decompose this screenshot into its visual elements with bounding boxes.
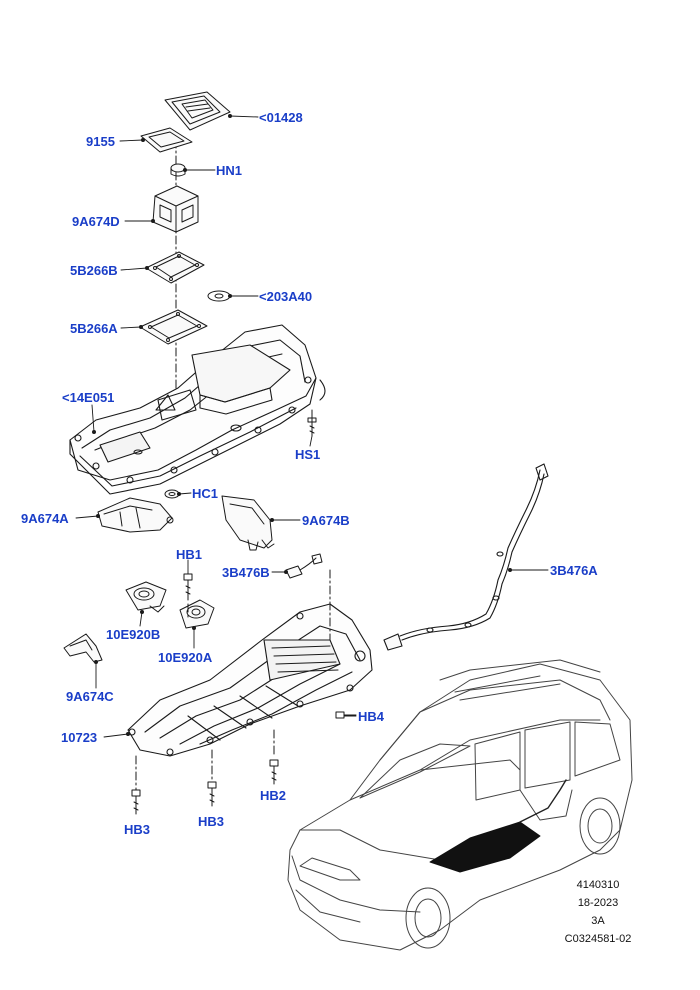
battery-housing [69, 324, 326, 495]
reference-line-3: 3A [591, 915, 605, 927]
callout-hb3-mid: HB3 [198, 814, 225, 829]
reference-line-4: C0324581-02 [564, 933, 632, 945]
plate-5b266a [139, 309, 208, 345]
underbody-tray [127, 603, 373, 757]
callout-hb3-left: HB3 [124, 822, 151, 837]
bracket-9a674a [97, 497, 174, 533]
bolt-hb1 [183, 573, 193, 601]
vehicle-highlight-cable [519, 779, 567, 823]
callout-5b266b: 5B266B [70, 263, 118, 278]
nut-hn1 [170, 163, 186, 177]
callout-9a674b: 9A674B [302, 513, 350, 528]
callout-3b476a: 3B476A [550, 563, 598, 578]
callout-hn1: HN1 [216, 163, 243, 178]
reference-line-2: 18-2023 [577, 897, 619, 909]
bolt-hb4 [335, 711, 357, 719]
callout-10e920a: 10E920A [158, 650, 213, 665]
callout-10723: 10723 [61, 730, 98, 745]
bolt-hb3-left [131, 789, 141, 815]
clip-hc1 [164, 489, 180, 499]
callout-hb2: HB2 [260, 788, 287, 803]
gasket-9155 [140, 127, 193, 153]
callout-hc1: HC1 [192, 486, 219, 501]
callout-9a674d: 9A674D [72, 214, 120, 229]
callout-hb1: HB1 [176, 547, 203, 562]
callout-203a40: <203A40 [259, 289, 313, 304]
callout-5b266a: 5B266A [70, 321, 118, 336]
washer-203a40 [207, 290, 231, 302]
callout-14e051: <14E051 [62, 390, 115, 405]
cable-3b476a [383, 463, 549, 651]
callout-3b476b: 3B476B [222, 565, 270, 580]
bracket-9a674c [63, 633, 103, 663]
bracket-9a674b [221, 495, 275, 551]
callout-hb4: HB4 [358, 709, 385, 724]
callout-9a674c: 9A674C [66, 689, 114, 704]
connector-3b476b [285, 553, 323, 579]
callout-9a674a: 9A674A [21, 511, 69, 526]
bracket-9a674d [152, 185, 199, 233]
callout-01428: <01428 [259, 110, 303, 125]
module-10e920a [179, 599, 215, 629]
bolt-hb2 [269, 759, 279, 785]
callout-10e920b: 10E920B [106, 627, 161, 642]
callout-hs1: HS1 [295, 447, 321, 462]
plate-5b266b [145, 251, 205, 284]
bolt-hs1 [307, 409, 317, 437]
bolt-hb3-mid [207, 781, 217, 807]
vehicle-highlight-tray [429, 821, 541, 873]
reference-line-1: 4140310 [576, 879, 620, 891]
cover-01428 [164, 91, 231, 131]
module-10e920b [125, 581, 167, 613]
callout-9155: 9155 [86, 134, 115, 149]
